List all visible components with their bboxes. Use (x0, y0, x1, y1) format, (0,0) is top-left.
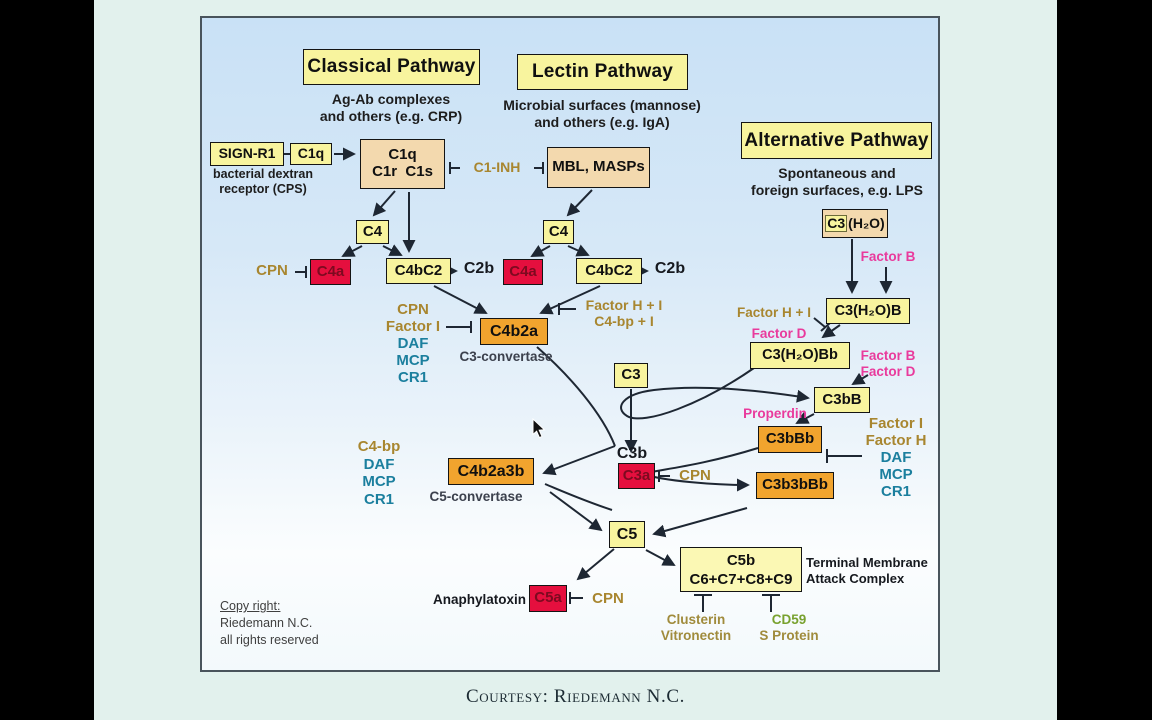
node-c4-classical: C4 (356, 220, 389, 244)
node-c4a-lectin: C4a (503, 259, 543, 285)
regulator-cpn-c4a: CPN (256, 262, 288, 279)
node-c5a: C5a (529, 585, 567, 612)
node-c3b3bbb: C3b3bBb (756, 472, 834, 499)
caption: Courtesy: Riedemann N.C. (466, 686, 685, 707)
regulator-factor-b-1: Factor B (860, 249, 916, 264)
complement-pathway-diagram: Classical Pathway Lectin Pathway Alterna… (200, 16, 940, 672)
node-c5: C5 (609, 521, 645, 548)
node-c3bb: C3bB (814, 387, 870, 413)
mouse-cursor-icon (532, 418, 546, 439)
node-sign-r1: SIGN-R1 (210, 142, 284, 166)
node-c3h2o-b: C3(H₂O)B (826, 298, 910, 324)
node-c1q: C1q (290, 143, 332, 165)
lectin-pathway-header: Lectin Pathway (517, 54, 688, 90)
node-c4bc2-lectin: C4bC2 (576, 258, 642, 284)
label-c3-convertase: C3-convertase (459, 349, 553, 364)
node-c4b2a3b: C4b2a3b (448, 458, 534, 485)
node-c4bc2-classical: C4bC2 (386, 258, 451, 284)
node-c2b-classical: C2b (463, 260, 495, 277)
node-c4b2a: C4b2a (480, 318, 548, 345)
regulator-factor-d-1: Factor D (751, 326, 807, 341)
regulator-cpn-c3a: CPN (679, 467, 711, 484)
node-c4-lectin: C4 (543, 220, 574, 244)
node-c3b: C3b (616, 445, 648, 462)
regulator-block-alternative: Factor I Factor H DAF MCP CR1 (865, 415, 927, 500)
node-c3h2o: C3(H₂O) (822, 209, 888, 238)
node-c3: C3 (614, 363, 648, 388)
node-c3a: C3a (618, 463, 655, 489)
label-c5-convertase: C5-convertase (429, 489, 523, 504)
node-c3bbb: C3bBb (758, 426, 822, 453)
label-anaphylatoxin: Anaphylatoxin (432, 592, 526, 607)
letterbox-left (0, 0, 94, 720)
regulator-cpn-c5a: CPN (592, 590, 624, 607)
regulator-c1-inh: C1-INH (473, 159, 521, 175)
alternative-pathway-header: Alternative Pathway (741, 122, 932, 159)
copyright-notice: Copy right: Riedemann N.C. all rights re… (220, 599, 319, 647)
regulator-block-c5-convertase: C4-bp DAF MCP CR1 (357, 438, 401, 508)
node-c4a-classical: C4a (310, 259, 351, 285)
lectin-pathway-subtitle: Microbial surfaces (mannose)and others (… (503, 97, 701, 130)
regulator-block-c3-convertase: CPN Factor I DAF MCP CR1 (385, 301, 441, 386)
node-c2b-lectin: C2b (654, 260, 686, 277)
node-c3h2o-bb: C3(H₂O)Bb (750, 342, 850, 369)
regulator-properdin: Properdin (743, 406, 807, 421)
letterbox-right (1057, 0, 1152, 720)
node-mbl-masps: MBL, MASPs (547, 147, 650, 188)
regulator-factor-h-i-alt: Factor H + I (737, 305, 811, 320)
classical-pathway-header: Classical Pathway (303, 49, 480, 85)
